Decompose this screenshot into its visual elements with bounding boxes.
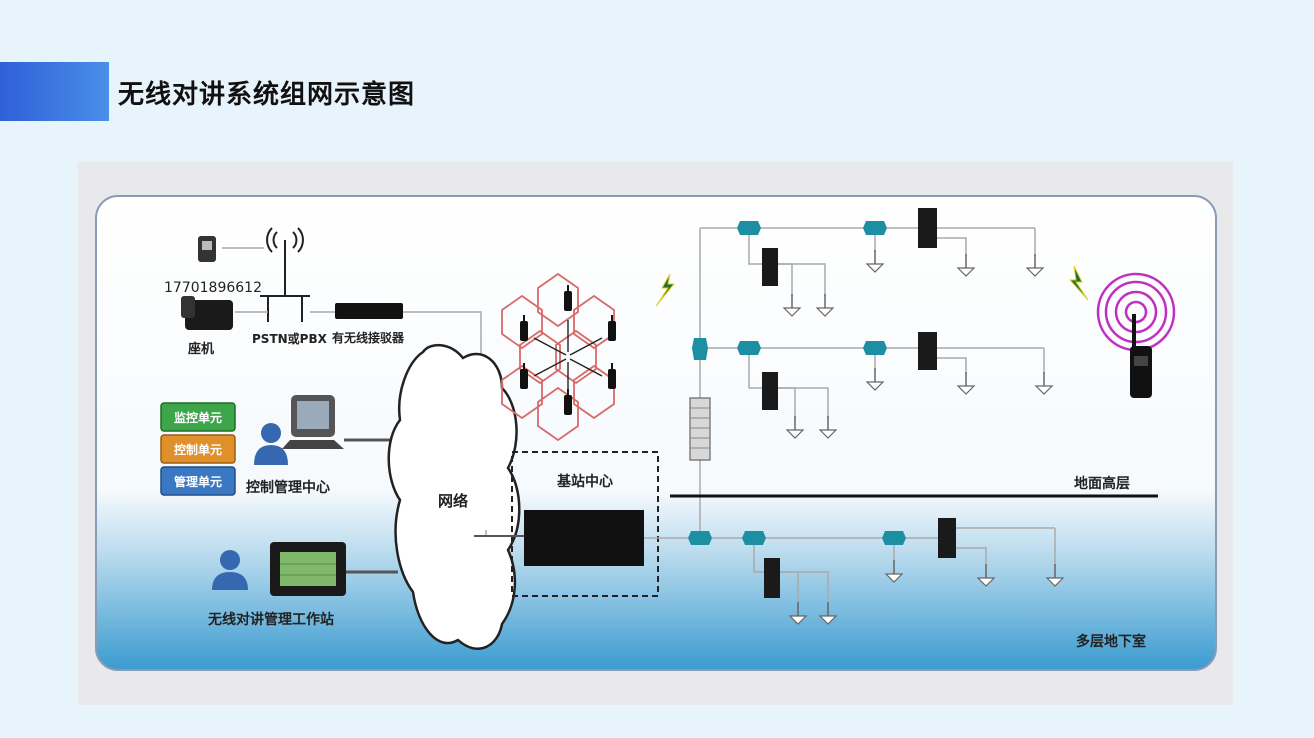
ground-floors-label: 地面高层 <box>1074 475 1130 492</box>
monitor-unit-label: 监控单元 <box>174 410 222 425</box>
power-splitter <box>762 208 956 598</box>
signal-antenna-icon <box>266 227 304 262</box>
workstation-device-icon <box>270 542 346 596</box>
manage-unit-label: 管理单元 <box>174 474 222 489</box>
page-title: 无线对讲系统组网示意图 <box>118 80 416 110</box>
title-accent-bar <box>0 62 109 121</box>
user-avatar-icon <box>254 423 288 465</box>
radio-interface-label: 有无线接驳器 <box>332 330 405 345</box>
network-label: 网络 <box>438 492 468 510</box>
basement-label: 多层地下室 <box>1076 633 1146 650</box>
signal-coupler <box>688 221 906 545</box>
line-amplifier <box>689 397 711 461</box>
manage-unit-box: 管理单元 <box>160 466 236 496</box>
user-avatar-icon <box>212 550 248 590</box>
workstation-label: 无线对讲管理工作站 <box>207 611 334 628</box>
lightning-icon <box>1068 265 1089 301</box>
radio-interface-device <box>335 303 403 319</box>
base-station-frame <box>511 451 659 597</box>
control-unit-label: 控制单元 <box>174 442 222 457</box>
pstn-label: PSTN或PBX <box>252 331 328 346</box>
phone-number: 17701896612 <box>164 280 262 296</box>
landline-label: 座机 <box>187 341 214 357</box>
control-unit-box: 控制单元 <box>160 434 236 464</box>
control-center-label: 控制管理中心 <box>246 479 330 496</box>
handheld-radio-icon <box>1130 314 1152 398</box>
link-arrows-icon <box>533 320 603 394</box>
landline-phone-icon <box>181 296 233 330</box>
network-diagram: 17701896612 座机 PSTN或PBX 有无线接驳器 监控单元 控制单元… <box>78 162 1233 705</box>
monitor-unit-box: 监控单元 <box>160 402 236 432</box>
base-station-device <box>524 510 644 566</box>
hexagon-cell-cluster <box>501 272 615 442</box>
computer-icon <box>282 395 344 449</box>
mobile-phone-icon <box>198 236 216 262</box>
pstn-bracket-icon <box>260 262 310 322</box>
base-center-label: 基站中心 <box>557 473 613 490</box>
lightning-icon <box>655 273 676 307</box>
